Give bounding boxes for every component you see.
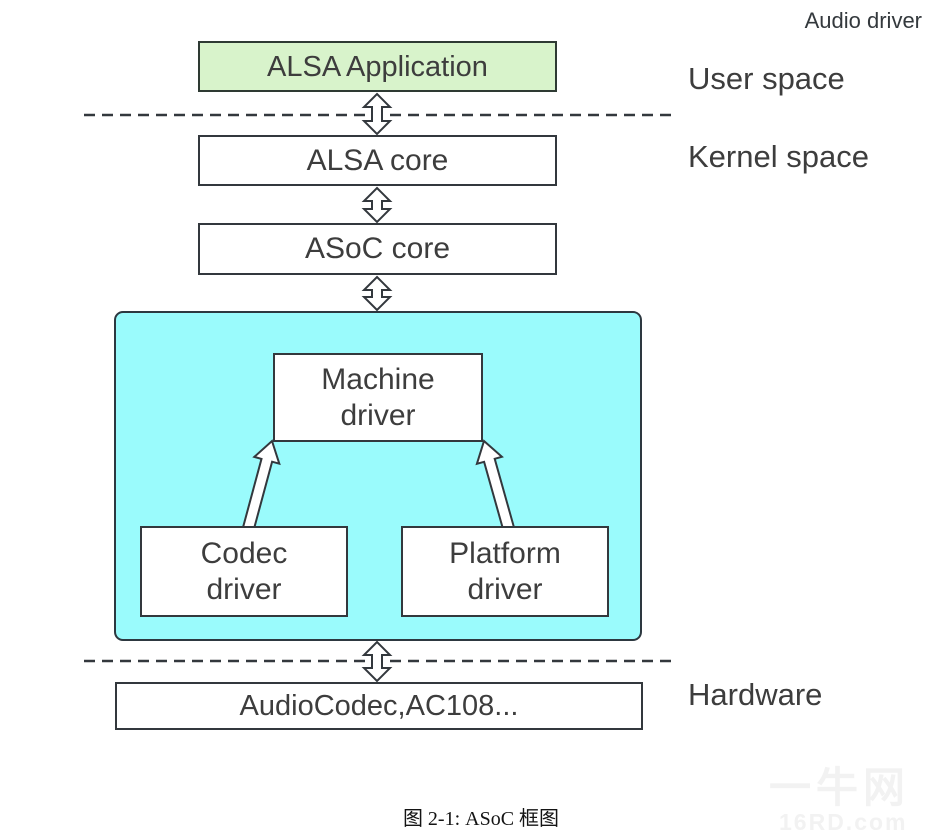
hardware-box-label: AudioCodec,AC108... — [239, 690, 519, 722]
hardware-box: AudioCodec,AC108... — [115, 682, 643, 730]
watermark: 一牛网 16RD.com — [769, 764, 911, 835]
alsa-application-label: ALSA Application — [267, 50, 488, 83]
watermark-domain: 16RD.com — [779, 809, 908, 835]
machine-driver-box: Machine driver — [273, 353, 483, 442]
alsa-application-box: ALSA Application — [198, 41, 557, 92]
user-space-label: User space — [688, 61, 845, 96]
machine-driver-label: Machine driver — [321, 362, 435, 432]
double-arrow-app-to-alsacore-icon — [361, 92, 393, 136]
alsa-core-box: ALSA core — [198, 135, 557, 186]
asoc-core-box: ASoC core — [198, 223, 557, 275]
alsa-core-label: ALSA core — [306, 143, 449, 177]
codec-driver-label: Codec driver — [200, 536, 288, 606]
double-arrow-audiodriver-to-hardware-icon — [361, 640, 393, 683]
codec-driver-box: Codec driver — [140, 526, 348, 617]
asoc-core-label: ASoC core — [304, 232, 451, 265]
platform-driver-label: Platform driver — [449, 536, 561, 606]
watermark-site-name: 一牛网 — [769, 764, 911, 811]
audio-driver-label: Audio driver — [804, 8, 922, 33]
double-arrow-asoccore-to-audiodriver-icon — [361, 275, 393, 312]
figure-caption: 图 2-1: ASoC 框图 — [402, 808, 560, 830]
double-arrow-alsacore-to-asoccore-icon — [361, 186, 393, 224]
hardware-region-label: Hardware — [688, 677, 823, 712]
kernel-space-label: Kernel space — [688, 139, 869, 174]
platform-driver-box: Platform driver — [401, 526, 609, 617]
